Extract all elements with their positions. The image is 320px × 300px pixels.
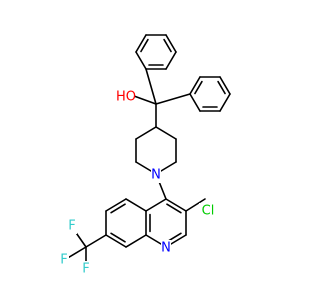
quinoline-nitrogen-label-background [161, 240, 171, 256]
bond [85, 234, 107, 248]
bond-layer [65, 34, 231, 270]
bond [145, 198, 167, 212]
piperidine-nitrogen-label: N [151, 167, 161, 183]
bond [65, 246, 87, 260]
bond [110, 232, 126, 243]
chlorine-label: Cl [199, 203, 217, 219]
bond [140, 38, 149, 53]
hydroxyl-text: HO [116, 90, 136, 105]
bond [165, 198, 187, 212]
quinoline-nitrogen-label: N [161, 240, 171, 256]
bond [110, 203, 126, 214]
fluorine-2-text: F [60, 253, 67, 268]
bond [163, 38, 172, 53]
bond [165, 34, 177, 53]
bond [194, 80, 203, 95]
bond [217, 80, 226, 95]
bond [185, 198, 206, 212]
bond [219, 76, 231, 95]
bond [105, 234, 127, 248]
fluorine-2-label-background [59, 252, 69, 268]
bond [219, 93, 231, 112]
bond [135, 126, 157, 140]
hydroxyl-label-background [117, 89, 135, 105]
piperidine-nitrogen-label-background [151, 167, 161, 183]
bond [166, 203, 182, 214]
piperidine-nitrogen-text: N [151, 168, 161, 183]
bond [125, 234, 147, 248]
bond [135, 34, 147, 53]
fluorine-1-label-background [67, 218, 77, 234]
chlorine-label-background [199, 203, 217, 219]
quinoline-nitrogen-text: N [161, 241, 171, 256]
bond [125, 198, 147, 212]
fluorine-3-label: F [81, 261, 91, 277]
bond [105, 198, 127, 212]
bond [133, 95, 157, 105]
chlorine-text: Cl [202, 204, 215, 219]
bond [155, 126, 177, 140]
bond [135, 51, 147, 70]
fluorine-1-text: F [68, 219, 75, 234]
bond [189, 76, 201, 95]
bond [165, 51, 177, 70]
fluorine-2-label: F [59, 252, 69, 268]
fluorine-3-label-background [81, 261, 91, 277]
bond [189, 93, 201, 112]
bond [155, 93, 191, 105]
fluorine-1-label: F [67, 218, 77, 234]
fluorine-3-text: F [82, 262, 89, 277]
bond [145, 68, 157, 105]
hydroxyl-label: HO [116, 89, 136, 105]
